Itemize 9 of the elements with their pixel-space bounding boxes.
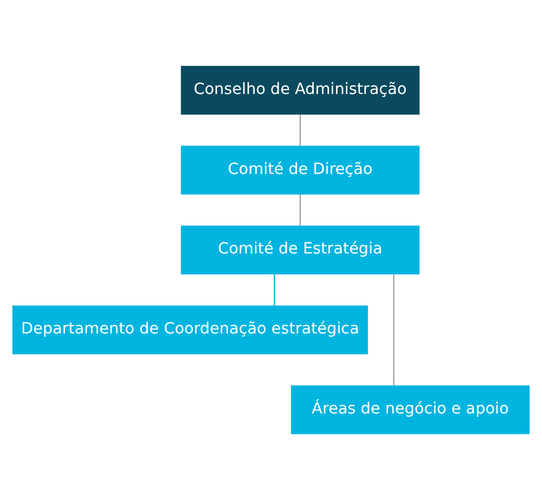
node-box: Departamento de Coordenação estratégica	[12, 306, 368, 354]
connector	[393, 274, 394, 386]
connector	[300, 114, 301, 146]
node-box: Comité de Estratégia	[180, 226, 420, 274]
node-box: Comité de Direção	[180, 146, 420, 194]
node-box: Áreas de negócio e apoio	[290, 385, 530, 434]
connector	[300, 194, 301, 226]
connector	[274, 274, 275, 306]
node-box: Conselho de Administração	[180, 66, 420, 115]
